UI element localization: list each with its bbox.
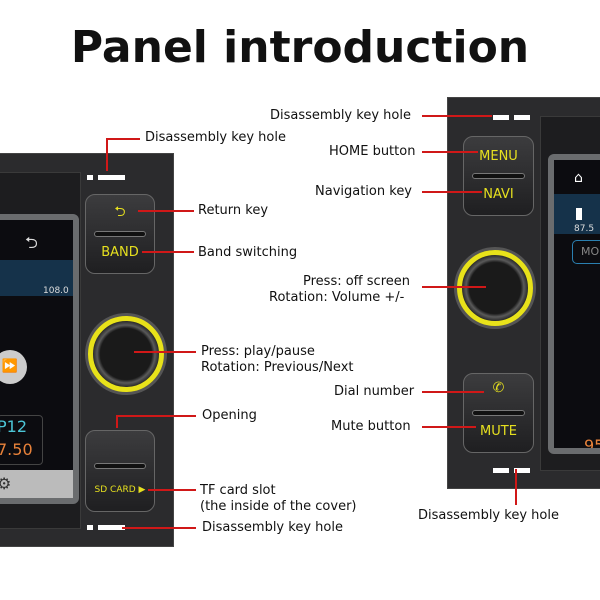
home-icon[interactable]: ⌂ — [574, 170, 583, 186]
label-hole-top-left: Disassembly key hole — [145, 130, 286, 145]
leader — [142, 251, 194, 253]
label-return-key: Return key — [198, 203, 269, 218]
label-knob-right-1: Press: off screen — [303, 274, 410, 289]
sd-arrow-icon: ▶ — [138, 485, 146, 495]
left-head-unit: ⮌ 108.0 ⏩ P12 7.50 ⚙ ⮌ BAND SD CARD ▶ — [0, 153, 174, 547]
hole-bottom-left-2 — [98, 525, 125, 530]
preset-label: P12 — [0, 417, 28, 436]
leader — [106, 138, 140, 140]
leader — [122, 527, 196, 529]
label-knob-left-2: Rotation: Previous/Next — [201, 360, 354, 375]
mute-label: MUTE — [480, 424, 517, 439]
right-knob[interactable] — [457, 250, 533, 326]
leader — [106, 138, 108, 171]
hole-top-right — [493, 115, 509, 120]
next-button[interactable]: ⏩ — [0, 350, 27, 384]
label-band: Band switching — [198, 245, 298, 260]
frequency: 95 — [584, 436, 600, 454]
label-navi: Navigation key — [315, 184, 413, 199]
label-knob-left-1: Press: play/pause — [201, 344, 315, 359]
label-knob-right-2: Rotation: Volume +/- — [269, 290, 405, 305]
leader — [422, 151, 478, 153]
mode-button[interactable]: MON — [572, 240, 600, 264]
page-title: Panel introduction — [70, 22, 530, 73]
right-head-unit: ⌂ 87.5 MON 95 MENU NAVI ✆ MUTE — [447, 97, 600, 489]
label-dial: Dial number — [334, 384, 415, 399]
right-screen: ⌂ 87.5 MON 95 — [548, 154, 600, 454]
preset-box — [0, 415, 43, 465]
tuner-slider[interactable] — [576, 208, 582, 220]
hole-top-left-2 — [98, 175, 125, 180]
phone-mute-button[interactable]: ✆ MUTE — [463, 373, 534, 453]
leader — [422, 286, 486, 288]
hole-top-right-2 — [514, 115, 530, 120]
menu-navi-button[interactable]: MENU NAVI — [463, 136, 534, 216]
leader — [138, 210, 194, 212]
label-opening: Opening — [202, 408, 257, 423]
leader — [422, 115, 492, 117]
sd-card-cover[interactable]: SD CARD ▶ — [85, 430, 155, 512]
leader — [422, 191, 482, 193]
freq-max: 108.0 — [43, 286, 69, 296]
leader — [134, 351, 196, 353]
return-arrow-icon: ⮌ — [114, 204, 126, 220]
hole-bottom-right-2 — [514, 468, 530, 473]
leader — [148, 489, 196, 491]
hole-bottom-right — [493, 468, 509, 473]
phone-icon: ✆ — [492, 380, 505, 396]
left-screen: ⮌ 108.0 ⏩ P12 7.50 ⚙ — [0, 214, 79, 504]
label-tf-2: (the inside of the cover) — [200, 499, 357, 514]
leader — [515, 469, 517, 505]
label-tf-1: TF card slot — [200, 483, 276, 498]
menu-label: MENU — [479, 149, 518, 164]
label-hole-top-right: Disassembly key hole — [270, 108, 411, 123]
label-mute: Mute button — [331, 419, 411, 434]
label-hole-bottom-left: Disassembly key hole — [202, 520, 343, 535]
tuner-scale — [0, 260, 73, 296]
leader — [116, 415, 196, 417]
gear-icon[interactable]: ⚙ — [0, 474, 11, 493]
leader — [422, 426, 476, 428]
leader — [422, 391, 484, 393]
band-label: BAND — [101, 245, 139, 260]
label-home: HOME button — [329, 144, 416, 159]
sd-card-text: SD CARD — [94, 485, 136, 495]
navi-label: NAVI — [483, 187, 514, 202]
leader — [116, 415, 118, 428]
return-icon: ⮌ — [25, 233, 38, 252]
hole-top-left — [87, 175, 93, 180]
hole-bottom-left — [87, 525, 93, 530]
sd-card-label: SD CARD ▶ — [86, 485, 154, 495]
freq-min: 87.5 — [574, 224, 595, 234]
label-hole-bottom-right: Disassembly key hole — [418, 508, 559, 523]
left-knob[interactable] — [88, 316, 164, 392]
frequency: 7.50 — [0, 440, 33, 459]
settings-bar — [0, 470, 73, 498]
return-band-button[interactable]: ⮌ BAND — [85, 194, 155, 274]
